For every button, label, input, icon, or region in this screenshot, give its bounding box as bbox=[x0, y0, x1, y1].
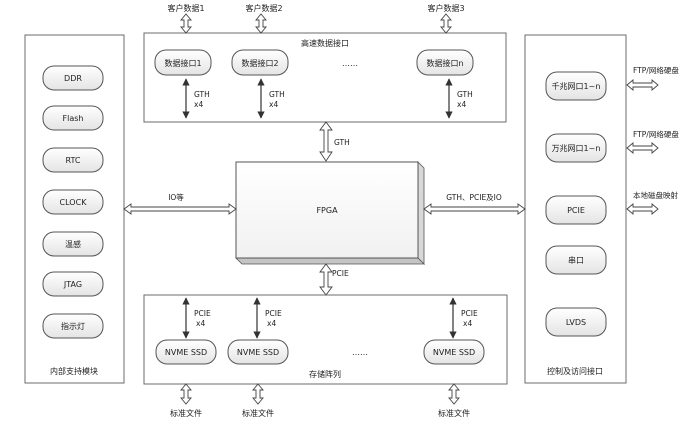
internal-item-indicator: 指示灯 bbox=[42, 313, 104, 339]
internal-item-label: 指示灯 bbox=[61, 321, 85, 331]
storage-array-module: PCIE x4 PCIE x4 PCIE x4 NVME SSD NVME SS… bbox=[143, 294, 508, 385]
customer-data-inputs: 客户数据1 客户数据2 客户数据3 bbox=[167, 3, 465, 34]
fpga-right-link-arrow bbox=[423, 203, 526, 215]
internal-item-label: JTAG bbox=[63, 280, 82, 289]
double-arrow-icon bbox=[255, 13, 267, 34]
double-arrow-icon bbox=[626, 203, 659, 215]
fpga-top-link-arrow bbox=[319, 121, 333, 162]
gth-count: x4 bbox=[194, 100, 203, 109]
data-port-label: 数据接口2 bbox=[241, 58, 278, 68]
internal-support-module: DDR Flash RTC CLOCK 温感 JTAG 指示灯 内部支持模块 bbox=[24, 34, 125, 384]
output-local-disk: 本地磁盘映射 bbox=[633, 190, 678, 200]
internal-item-label: Flash bbox=[63, 114, 84, 123]
control-item-lvds: LVDS bbox=[545, 307, 607, 337]
high-speed-data-title: 高速数据接口 bbox=[301, 38, 349, 48]
fpga-left-link-label: IO等 bbox=[168, 192, 184, 202]
fpga-bottom-link-label: PCIE bbox=[332, 269, 349, 278]
output-ftp-2: FTP/网络硬盘 bbox=[633, 129, 679, 139]
double-arrow-icon bbox=[180, 383, 192, 405]
standard-file-outputs: 标准文件 标准文件 标准文件 bbox=[170, 383, 470, 418]
control-item-label: PCIE bbox=[567, 206, 585, 215]
control-item-serial: 串口 bbox=[545, 245, 607, 275]
control-item-label: 串口 bbox=[568, 256, 584, 265]
control-access-title: 控制及访问接口 bbox=[547, 366, 603, 376]
internal-item-rtc: RTC bbox=[42, 147, 104, 173]
nvme-ssd-n: NVME SSD bbox=[423, 339, 485, 365]
nvme-ssd-label: NVME SSD bbox=[433, 348, 475, 357]
fpga-top-link-label: GTH bbox=[334, 138, 350, 147]
disks-ellipsis: …… bbox=[352, 348, 368, 357]
gth-label: GTH bbox=[194, 90, 210, 99]
customer-data-3: 客户数据3 bbox=[427, 3, 464, 13]
standard-file-1: 标准文件 bbox=[170, 408, 202, 418]
pcie-label: PCIE bbox=[194, 309, 211, 318]
pcie-count: x4 bbox=[463, 319, 472, 328]
gth-count: x4 bbox=[457, 100, 466, 109]
internal-item-clock: CLOCK bbox=[42, 189, 104, 215]
control-item-label: 万兆网口1~n bbox=[552, 143, 601, 153]
pcie-count: x4 bbox=[267, 319, 276, 328]
customer-data-1: 客户数据1 bbox=[167, 3, 204, 13]
data-port-1: 数据接口1 bbox=[154, 49, 212, 76]
fpga-block: FPGA bbox=[235, 161, 425, 265]
double-arrow-icon bbox=[180, 13, 192, 34]
double-arrow-icon bbox=[626, 142, 659, 154]
standard-file-2: 标准文件 bbox=[242, 408, 274, 418]
customer-data-2: 客户数据2 bbox=[245, 3, 282, 13]
high-speed-data-module: 高速数据接口 数据接口1 数据接口2 …… 数据接口n GTH x4 GTH x… bbox=[143, 32, 507, 123]
storage-array-title: 存储阵列 bbox=[309, 369, 341, 379]
ports-ellipsis: …… bbox=[342, 59, 358, 68]
control-access-module: 千兆网口1~n 万兆网口1~n PCIE 串口 LVDS 控制及访问接口 bbox=[524, 34, 627, 384]
internal-item-ddr: DDR bbox=[42, 65, 104, 91]
fpga-box bbox=[235, 161, 419, 259]
internal-item-flash: Flash bbox=[42, 105, 104, 131]
double-arrow-icon bbox=[448, 383, 460, 405]
control-item-pcie: PCIE bbox=[545, 195, 607, 225]
pcie-count: x4 bbox=[196, 319, 205, 328]
standard-file-3: 标准文件 bbox=[438, 408, 470, 418]
output-ftp-1: FTP/网络硬盘 bbox=[633, 65, 679, 75]
control-item-label: LVDS bbox=[566, 318, 586, 327]
gth-count: x4 bbox=[269, 100, 278, 109]
gth-label: GTH bbox=[457, 90, 473, 99]
internal-item-label: 温感 bbox=[65, 239, 81, 249]
gth-label: GTH bbox=[269, 90, 285, 99]
internal-item-label: CLOCK bbox=[60, 198, 88, 207]
fpga-right-link-label: GTH、PCIE及IO bbox=[446, 193, 502, 202]
nvme-ssd-2: NVME SSD bbox=[227, 339, 289, 365]
double-arrow-icon bbox=[252, 383, 264, 405]
double-arrow-icon bbox=[626, 79, 659, 91]
data-port-label: 数据接口n bbox=[426, 58, 463, 68]
control-item-10gige: 万兆网口1~n bbox=[545, 133, 607, 163]
control-item-label: 千兆网口1~n bbox=[552, 81, 601, 91]
fpga-bottom-link-arrow bbox=[319, 263, 333, 296]
data-port-label: 数据接口1 bbox=[164, 58, 201, 68]
nvme-ssd-label: NVME SSD bbox=[237, 348, 279, 357]
internal-support-title: 内部支持模块 bbox=[50, 366, 98, 376]
internal-item-jtag: JTAG bbox=[42, 271, 104, 297]
data-port-n: 数据接口n bbox=[416, 49, 474, 76]
nvme-ssd-1: NVME SSD bbox=[155, 339, 217, 365]
fpga-label: FPGA bbox=[316, 206, 338, 215]
internal-item-label: DDR bbox=[64, 74, 82, 83]
pcie-label: PCIE bbox=[461, 309, 478, 318]
fpga-left-link-arrow bbox=[123, 203, 237, 215]
double-arrow-icon bbox=[440, 13, 452, 34]
nvme-ssd-label: NVME SSD bbox=[165, 348, 207, 357]
data-port-2: 数据接口2 bbox=[231, 49, 289, 76]
internal-item-temp: 温感 bbox=[42, 231, 104, 257]
pcie-label: PCIE bbox=[265, 309, 282, 318]
internal-item-label: RTC bbox=[66, 156, 81, 165]
control-item-gige: 千兆网口1~n bbox=[545, 71, 607, 101]
right-outputs: FTP/网络硬盘 FTP/网络硬盘 本地磁盘映射 bbox=[626, 65, 679, 215]
